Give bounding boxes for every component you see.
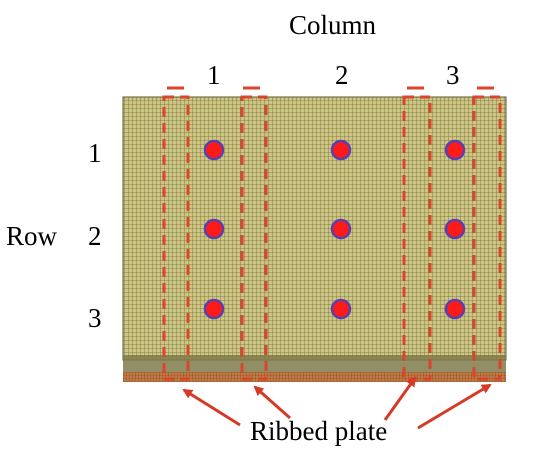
row-label-3: 3 [88,303,102,333]
rib-outline-1 [162,95,190,381]
ribbed-plate-outlines [162,95,502,381]
arrow-icon [182,388,241,427]
circle-marker-icon [444,218,466,240]
ribbed-plate-label: Ribbed plate [250,416,388,446]
circle-marker-icon [203,298,225,320]
circle-marker-icon [444,139,466,161]
rib-outline-4 [472,95,502,381]
circle-marker-icon [330,139,352,161]
callout-arrows [182,376,492,430]
row-label-1: 1 [88,138,102,168]
circle-marker-icon [203,139,225,161]
rib-outline-3 [402,95,432,381]
base-strip [123,372,506,382]
circle-marker-icon [330,218,352,240]
arrow-icon [253,385,291,420]
row-heading: Row [6,221,58,251]
arrow-icon [417,383,492,430]
measurement-markers [203,139,466,320]
circle-marker-icon [444,298,466,320]
column-label-3: 3 [446,60,460,90]
circle-marker-icon [203,218,225,240]
arrow-icon [383,376,417,421]
rib-outline-2 [240,95,268,381]
column-heading: Column [289,10,377,40]
column-label-1: 1 [207,60,221,90]
row-label-2: 2 [88,221,102,251]
circle-marker-icon [330,298,352,320]
mesh-lower-band [123,355,506,372]
column-label-2: 2 [335,60,349,90]
